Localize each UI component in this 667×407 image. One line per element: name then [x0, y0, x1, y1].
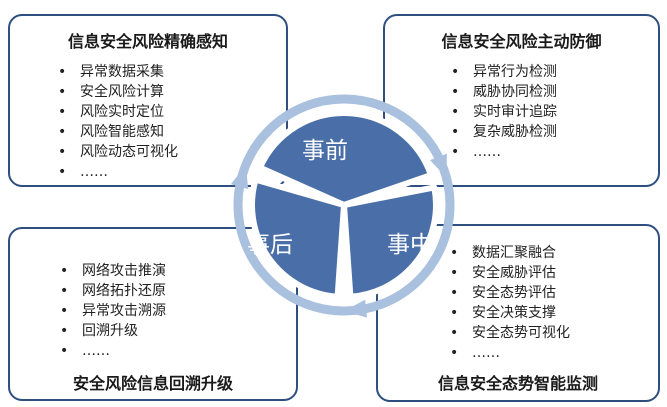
- bullet: •: [58, 84, 67, 100]
- bullet: •: [60, 323, 69, 339]
- bullet: •: [450, 265, 459, 281]
- box-risk-perception: 信息安全风险精确感知 • 异常数据采集 • 安全风险计算 • 风险实时定位 • 风险智能…: [8, 14, 288, 187]
- bullet: •: [60, 263, 69, 279]
- list-item-text: 回溯升级: [82, 323, 138, 339]
- bullet: •: [451, 144, 460, 160]
- bullet: •: [451, 104, 460, 120]
- list-item: • 实时审计追踪: [451, 102, 557, 122]
- list-item: • 异常数据采集: [58, 62, 178, 82]
- list-item: • 威胁协同检测: [451, 82, 557, 102]
- list-item: • 安全威胁评估: [450, 263, 570, 283]
- bullet: •: [450, 345, 459, 361]
- list-item-text: ……: [473, 144, 501, 160]
- bullet: •: [58, 64, 67, 80]
- list-item-text: ……: [80, 164, 108, 180]
- list-item-text: ……: [82, 343, 110, 359]
- list-item: • ……: [60, 341, 166, 361]
- bullet: •: [58, 124, 67, 140]
- box-title-active-defense: 信息安全风险主动防御: [441, 32, 602, 51]
- list-item: • 数据汇聚融合: [450, 243, 570, 263]
- list-item-text: 网络攻击推演: [82, 263, 166, 279]
- list-item-text: 风险动态可视化: [80, 144, 178, 160]
- list-item: • 安全决策支撑: [450, 303, 570, 323]
- list-item: • 异常行为检测: [451, 62, 557, 82]
- list-item-text: ……: [472, 345, 500, 361]
- list-item: • 风险智能感知: [58, 122, 178, 142]
- bullet: •: [451, 64, 460, 80]
- list-active-defense: • 异常行为检测 • 威胁协同检测 • 实时审计追踪 • 复杂威胁检测 • ……: [451, 62, 557, 162]
- box-situation-monitoring: • 数据汇聚融合 • 安全威胁评估 • 安全态势评估 • 安全决策支撑 • 安全态势可视化…: [376, 224, 660, 402]
- list-item: • 网络拓扑还原: [60, 281, 166, 301]
- bullet: •: [451, 124, 460, 140]
- list-item: • 安全态势评估: [450, 283, 570, 303]
- list-item: • 回溯升级: [60, 321, 166, 341]
- bullet: •: [58, 144, 67, 160]
- list-item-text: 异常攻击溯源: [82, 303, 166, 319]
- bullet: •: [451, 84, 460, 100]
- list-item-text: 安全态势可视化: [472, 325, 570, 341]
- list-item: • 风险动态可视化: [58, 142, 178, 162]
- bullet: •: [60, 303, 69, 319]
- bullet: •: [450, 245, 459, 261]
- list-item-text: 风险实时定位: [80, 104, 164, 120]
- bullet: •: [60, 343, 69, 359]
- list-item-text: 安全态势评估: [472, 285, 556, 301]
- list-item-text: 安全决策支撑: [472, 305, 556, 321]
- list-traceback-upgrade: • 网络攻击推演 • 网络拓扑还原 • 异常攻击溯源 • 回溯升级 • ……: [60, 261, 166, 361]
- cycle-label-before: 事前: [302, 138, 348, 164]
- list-item-text: 数据汇聚融合: [472, 245, 556, 261]
- bullet: •: [58, 104, 67, 120]
- list-item: • ……: [451, 142, 557, 162]
- bullet: •: [60, 283, 69, 299]
- list-item: • ……: [58, 162, 178, 182]
- list-item: • 安全态势可视化: [450, 323, 570, 343]
- bullet: •: [450, 325, 459, 341]
- list-item-text: 复杂威胁检测: [473, 124, 557, 140]
- list-item: • ……: [450, 343, 570, 363]
- box-title-situation-monitoring: 信息安全态势智能监测: [437, 374, 598, 393]
- list-item-text: 风险智能感知: [80, 124, 164, 140]
- list-item: • 风险实时定位: [58, 102, 178, 122]
- list-risk-perception: • 异常数据采集 • 安全风险计算 • 风险实时定位 • 风险智能感知 • 风险动态可视化…: [58, 62, 178, 182]
- list-item-text: 异常行为检测: [473, 64, 557, 80]
- bullet: •: [58, 164, 67, 180]
- list-item-text: 安全威胁评估: [472, 265, 556, 281]
- list-item-text: 安全风险计算: [80, 84, 164, 100]
- list-item: • 复杂威胁检测: [451, 122, 557, 142]
- list-item: • 安全风险计算: [58, 82, 178, 102]
- bullet: •: [450, 305, 459, 321]
- bullet: •: [450, 285, 459, 301]
- list-situation-monitoring: • 数据汇聚融合 • 安全威胁评估 • 安全态势评估 • 安全决策支撑 • 安全态势可视化…: [450, 243, 570, 363]
- list-item-text: 实时审计追踪: [473, 104, 557, 120]
- box-active-defense: 信息安全风险主动防御 • 异常行为检测 • 威胁协同检测 • 实时审计追踪 • 复杂威胁…: [383, 14, 660, 187]
- cycle-arrow-bottom-icon: [344, 299, 367, 318]
- list-item-text: 网络拓扑还原: [82, 283, 166, 299]
- list-item-text: 异常数据采集: [80, 64, 164, 80]
- box-title-traceback-upgrade: 安全风险信息回溯升级: [72, 374, 233, 393]
- box-title-risk-perception: 信息安全风险精确感知: [67, 32, 228, 51]
- list-item: • 网络攻击推演: [60, 261, 166, 281]
- list-item-text: 威胁协同检测: [473, 84, 557, 100]
- box-traceback-upgrade: • 网络攻击推演 • 网络拓扑还原 • 异常攻击溯源 • 回溯升级 • …… 安全风险信息…: [8, 227, 298, 401]
- list-item: • 异常攻击溯源: [60, 301, 166, 321]
